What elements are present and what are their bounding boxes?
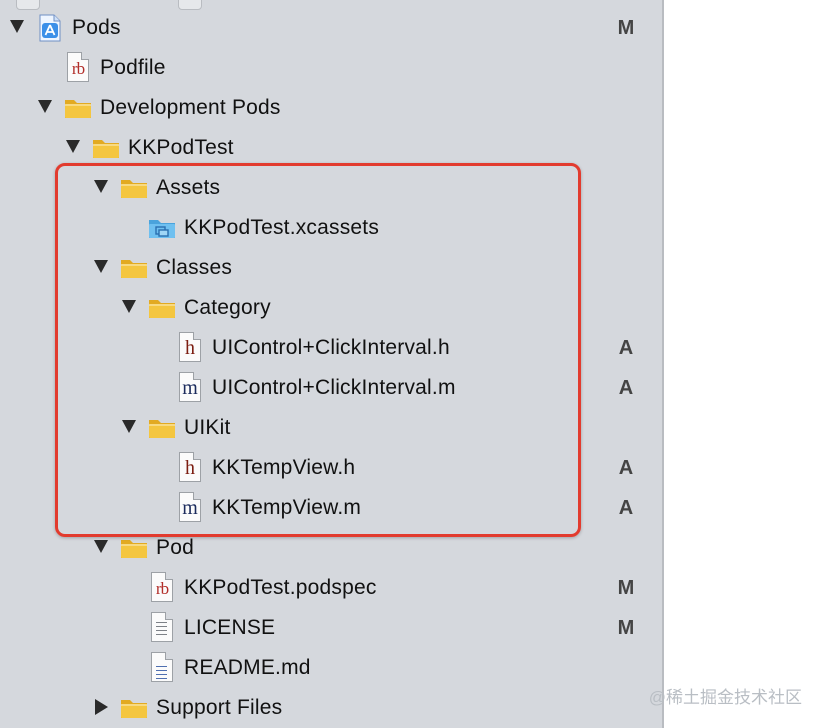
scroll-edge-item [178, 0, 202, 10]
scm-status-badge: A [618, 377, 634, 399]
ruby-file-icon: rb [151, 572, 173, 602]
tree-row-label: UIControl+ClickInterval.h [212, 336, 450, 359]
tree-row-label: LICENSE [184, 616, 276, 639]
tree-row-label: Support Files [156, 696, 283, 719]
asset-catalog-icon [148, 214, 176, 242]
scroll-edge-item [16, 0, 40, 10]
tree-row[interactable]: m UIControl+ClickInterval.m A [0, 368, 662, 408]
folder-icon [148, 414, 176, 442]
text-file-icon [151, 612, 173, 642]
scm-status-badge: M [617, 617, 635, 639]
tree-row-label: KKPodTest [128, 136, 234, 159]
tree-row[interactable]: h KKTempView.h A [0, 448, 662, 488]
tree-row-label: KKPodTest.podspec [184, 576, 377, 599]
tree-row[interactable]: UIKit [0, 408, 662, 448]
tree-row-label: UIKit [184, 416, 231, 439]
tree-row[interactable]: Development Pods [0, 88, 662, 128]
disclosure-expanded-icon[interactable] [94, 540, 108, 553]
tree-row[interactable]: Category [0, 288, 662, 328]
disclosure-expanded-icon[interactable] [38, 100, 52, 113]
disclosure-expanded-icon[interactable] [10, 20, 24, 33]
folder-icon [92, 134, 120, 162]
tree-row[interactable]: KKPodTest [0, 128, 662, 168]
folder-icon [120, 694, 148, 722]
disclosure-expanded-icon[interactable] [122, 420, 136, 433]
tree-row[interactable]: Assets [0, 168, 662, 208]
tree-row-label: Development Pods [100, 96, 281, 119]
objc-file-icon: m [179, 492, 201, 522]
tree-row[interactable]: Pods M [0, 8, 662, 48]
folder-icon [120, 254, 148, 282]
scm-status-badge: A [618, 497, 634, 519]
tree-row-label: Pod [156, 536, 194, 559]
tree-row[interactable]: rb KKPodTest.podspec M [0, 568, 662, 608]
tree-row-label: Classes [156, 256, 233, 279]
tree-row-label: Podfile [100, 56, 166, 79]
disclosure-expanded-icon[interactable] [94, 180, 108, 193]
project-icon [36, 14, 64, 42]
tree-row[interactable]: h UIControl+ClickInterval.h A [0, 328, 662, 368]
markdown-file-icon [151, 652, 173, 682]
tree-row[interactable]: README.md [0, 648, 662, 688]
tree-row-label: UIControl+ClickInterval.m [212, 376, 456, 399]
folder-icon [148, 294, 176, 322]
disclosure-collapsed-icon[interactable] [95, 699, 108, 715]
objc-file-icon: m [179, 372, 201, 402]
header-file-icon: h [179, 332, 201, 362]
disclosure-expanded-icon[interactable] [66, 140, 80, 153]
scm-status-badge: M [617, 17, 635, 39]
highlight-box [55, 163, 581, 537]
tree-row[interactable]: rb Podfile [0, 48, 662, 88]
ruby-file-icon: rb [67, 52, 89, 82]
tree-row-label: KKTempView.m [212, 496, 362, 519]
watermark: @稀土掘金技术社区 [648, 688, 802, 707]
folder-icon [120, 534, 148, 562]
tree-row-label: Assets [156, 176, 221, 199]
folder-icon [120, 174, 148, 202]
navigator-divider [662, 0, 664, 728]
tree-row-label: KKPodTest.xcassets [184, 216, 380, 239]
tree-row-label: KKTempView.h [212, 456, 356, 479]
disclosure-expanded-icon[interactable] [94, 260, 108, 273]
scm-status-badge: M [617, 577, 635, 599]
tree-row-label: Category [184, 296, 271, 319]
tree-row[interactable]: KKPodTest.xcassets [0, 208, 662, 248]
tree-row[interactable]: LICENSE M [0, 608, 662, 648]
tree-row[interactable]: m KKTempView.m A [0, 488, 662, 528]
folder-icon [64, 94, 92, 122]
tree-row-label: README.md [184, 656, 311, 679]
header-file-icon: h [179, 452, 201, 482]
tree-row-label: Pods [72, 16, 121, 39]
scm-status-badge: A [618, 337, 634, 359]
disclosure-expanded-icon[interactable] [122, 300, 136, 313]
scm-status-badge: A [618, 457, 634, 479]
tree-row[interactable]: Support Files [0, 688, 662, 728]
tree-row[interactable]: Pod [0, 528, 662, 568]
tree-row[interactable]: Classes [0, 248, 662, 288]
